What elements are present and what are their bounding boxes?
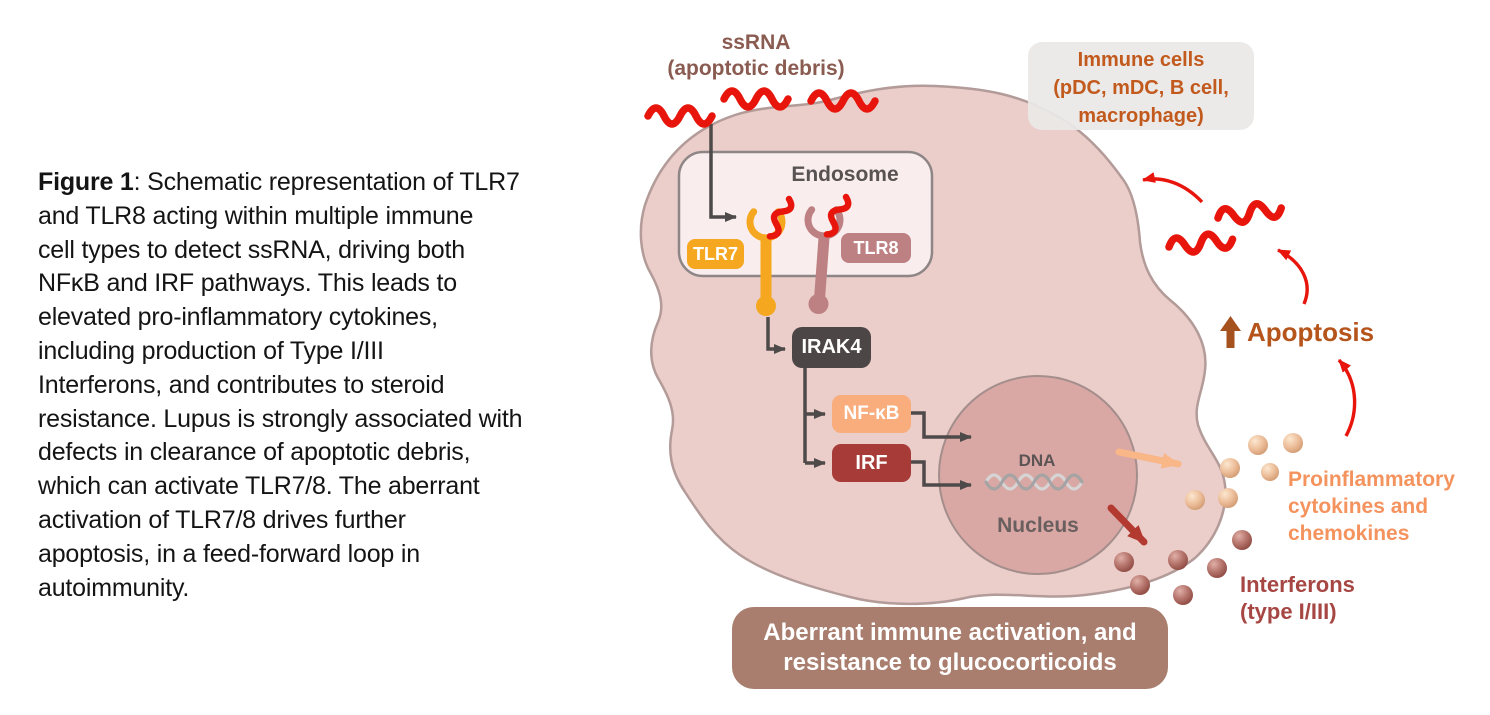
caption-figure-number: Figure 1 — [38, 168, 134, 196]
ssrna-label: ssRNA (apoptotic debris) — [667, 31, 845, 80]
endosome-label: Endosome — [791, 163, 899, 186]
nfkb-to-nucleus-arrow — [911, 411, 972, 442]
tlr7-to-irak4-arrow — [766, 317, 786, 354]
cytokine-spheres — [1185, 433, 1303, 510]
ssrna-squiggle-icon — [724, 91, 788, 107]
dna-label: DNA — [1018, 451, 1056, 470]
caption-line: resistance. Lupus is strongly associated… — [38, 404, 523, 433]
caption-line: including production of Type I/III — [38, 336, 384, 365]
tlr8-receptor-icon — [804, 206, 844, 314]
apoptosis-label: Apoptosis — [1247, 317, 1375, 347]
immune-cells-box: Immune cells (pDC, mDC, B cell, macropha… — [1028, 42, 1254, 130]
apoptosis-to-debris-arrow — [1277, 248, 1309, 305]
nfkb-box: NF-κB — [832, 395, 911, 433]
irf-to-nucleus-arrow — [911, 460, 972, 490]
dna-helix-icon — [984, 473, 1084, 491]
nucleus-label: Nucleus — [997, 514, 1079, 537]
proinflammatory-cytokines-label: Proinflammatory cytokines and chemokines — [1288, 468, 1455, 545]
cytokines-to-apoptosis-arrow — [1337, 358, 1357, 437]
caption-line: which can activate TLR7/8. The aberrant — [38, 472, 480, 501]
irak4-box: IRAK4 — [792, 327, 871, 368]
up-arrow-icon — [1220, 316, 1241, 348]
irf-box: IRF — [832, 444, 911, 482]
caption-line: and TLR8 acting within multiple immune — [38, 201, 474, 230]
tlr7-receptor-icon — [746, 208, 786, 316]
ssrna-squiggle-icon — [1168, 231, 1233, 255]
ssrna-squiggle-icon — [1217, 200, 1283, 226]
caption-line: activation of TLR7/8 drives further — [38, 505, 406, 534]
figure-caption: Figure 1: Schematic representation of TL… — [38, 166, 653, 605]
caption-line: elevated pro-inflammatory cytokines, — [38, 303, 438, 332]
interferon-spheres — [1114, 530, 1252, 605]
interferons-output-arrow — [1107, 504, 1148, 546]
cytokines-output-arrow — [1115, 448, 1182, 469]
ssrna-squiggle-icon — [648, 108, 712, 124]
caption-line: Interferons, and contributes to steroid — [38, 370, 445, 399]
interferons-label: Interferons (type I/III) — [1240, 572, 1355, 624]
caption-line: NFκB and IRF pathways. This leads to — [38, 269, 457, 298]
ssrna-entry-arrow — [709, 124, 737, 222]
tlr8-badge: TLR8 — [841, 233, 911, 263]
caption-line: defects in clearance of apoptotic debris… — [38, 438, 471, 467]
caption-line: cell types to detect ssRNA, driving both — [38, 235, 465, 264]
tlr7-badge: TLR7 — [687, 239, 744, 269]
aberrant-activation-box: Aberrant immune activation, and resistan… — [732, 607, 1168, 689]
caption-line: autoimmunity. — [38, 573, 190, 602]
caption-line: apoptosis, in a feed-forward loop in — [38, 539, 420, 568]
caption-line: Figure 1: Schematic representation of TL… — [38, 168, 520, 196]
debris-to-cell-arrow — [1142, 172, 1204, 204]
